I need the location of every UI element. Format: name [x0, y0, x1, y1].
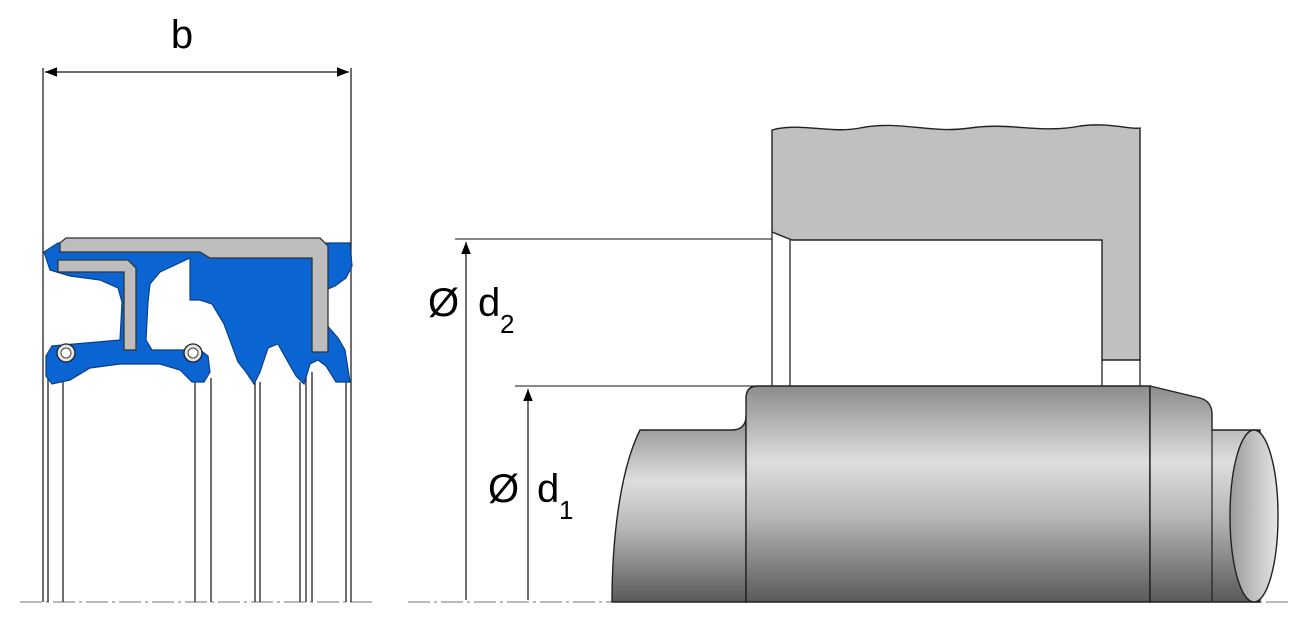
width-label: b	[171, 13, 193, 57]
shaft-stub	[611, 415, 747, 603]
garter-spring-left	[56, 343, 76, 363]
inner-diameter-symbol: Ø	[488, 467, 519, 511]
width-dimension: b	[42, 13, 352, 602]
outer-diameter-letter: d	[478, 281, 500, 325]
shaft-journal	[745, 385, 1151, 603]
garter-spring-right	[183, 343, 203, 363]
outer-diameter-symbol: Ø	[428, 281, 459, 325]
seal-body-lines	[47, 372, 347, 602]
inner-diameter-letter: d	[537, 467, 559, 511]
housing-bore-lines	[771, 232, 1141, 386]
outer-diameter-index: 2	[500, 309, 514, 339]
inner-diameter-index: 1	[559, 495, 573, 525]
outer-diameter-dimension: Ø d 2	[428, 238, 772, 600]
seal-metal-insert	[59, 237, 329, 353]
seal-inner-insert	[57, 259, 137, 351]
seal-rubber-body	[43, 242, 353, 386]
seal-section-view: b	[20, 13, 372, 603]
installation-view: Ø d 2 Ø d 1	[408, 124, 1290, 603]
inner-diameter-dimension: Ø d 1	[488, 385, 758, 600]
housing-bore	[771, 124, 1141, 361]
shaft-end-face	[1229, 429, 1279, 603]
